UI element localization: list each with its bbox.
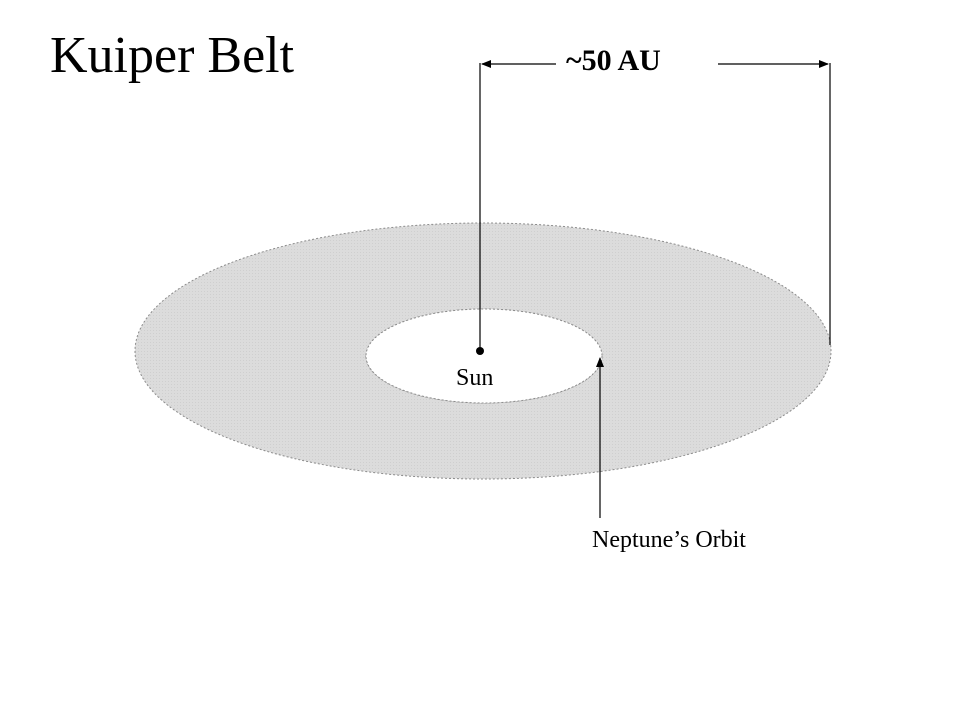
distance-label: ~50 AU [566,44,661,77]
neptune-orbit-ring [365,308,603,404]
sun-label: Sun [456,365,494,391]
slide-title: Kuiper Belt [50,27,295,84]
neptune-orbit-label: Neptune’s Orbit [592,527,746,553]
